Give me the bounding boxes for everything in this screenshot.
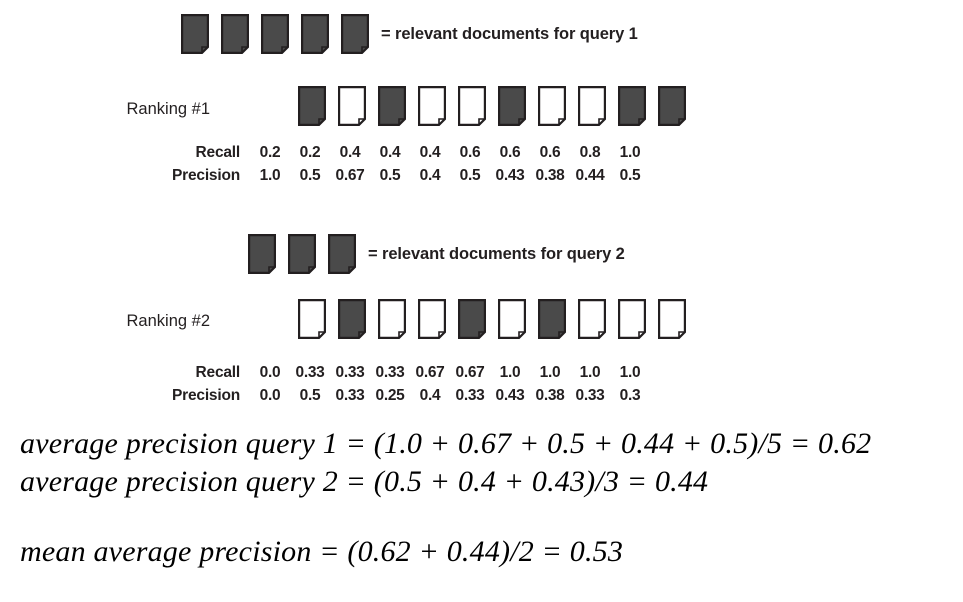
ranking-2-recall-label: Recall (195, 364, 241, 381)
relevant-document-icon (341, 14, 369, 54)
ranking-1-recall-row: Recall 0.2 0.2 0.4 0.4 0.4 0.6 0.6 0.6 0.8 1.0 (148, 144, 650, 162)
metric-value: 0.6 (539, 144, 561, 161)
nonrelevant-document-icon (418, 299, 446, 339)
metric-value: 0.43 (495, 387, 525, 404)
ranking-2-recall-values: 0.0 0.33 0.33 0.33 0.67 0.67 1.0 1.0 1.0 1.0 (250, 364, 650, 382)
metric-value: 0.33 (575, 387, 605, 404)
relevant-document-icon (538, 299, 566, 339)
metric-value: 1.0 (579, 364, 601, 381)
metric-value: 0.25 (375, 387, 405, 404)
metric-value: 0.38 (535, 167, 565, 184)
ranking-2-recall-row: Recall 0.0 0.33 0.33 0.33 0.67 0.67 1.0 1.0 1.0 1… (148, 364, 650, 382)
nonrelevant-document-icon (378, 299, 406, 339)
legend-query-2-label: = relevant documents for query 2 (368, 244, 625, 263)
ranking-1-precision-values: 1.0 0.5 0.67 0.5 0.4 0.5 0.43 0.38 0.44 0.5 (250, 167, 650, 185)
metric-value: 0.4 (419, 387, 441, 404)
nonrelevant-document-icon (338, 86, 366, 126)
metric-value: 0.4 (419, 144, 441, 161)
metric-value: 0.4 (339, 144, 361, 161)
metric-value: 0.33 (375, 364, 405, 381)
formula-mean-average-precision: mean average precision = (0.62 + 0.44)/2… (20, 535, 624, 568)
metric-value: 0.2 (299, 144, 321, 161)
nonrelevant-document-icon (618, 299, 646, 339)
metric-value: 0.0 (259, 364, 281, 381)
metric-value: 0.67 (415, 364, 445, 381)
legend-query-2: = relevant documents for query 2 (248, 234, 625, 274)
metric-value: 0.44 (575, 167, 605, 184)
legend-query-1-label: = relevant documents for query 1 (381, 24, 638, 43)
relevant-document-icon (181, 14, 209, 54)
metric-value: 0.5 (459, 167, 481, 184)
ranking-2-precision-values: 0.0 0.5 0.33 0.25 0.4 0.33 0.43 0.38 0.33 0.3 (250, 387, 650, 405)
ranking-1-precision-label: Precision (172, 167, 240, 184)
metric-value: 0.5 (379, 167, 401, 184)
metric-value: 0.43 (495, 167, 525, 184)
metric-value: 0.33 (335, 364, 365, 381)
nonrelevant-document-icon (498, 299, 526, 339)
relevant-document-icon (658, 86, 686, 126)
metric-value: 0.38 (535, 387, 565, 404)
relevant-document-icon (338, 299, 366, 339)
metric-value: 0.0 (259, 387, 281, 404)
metric-value: 0.5 (619, 167, 641, 184)
metric-value: 0.33 (295, 364, 325, 381)
metric-value: 0.6 (459, 144, 481, 161)
formula-average-precision-query-1: average precision query 1 = (1.0 + 0.67 … (20, 427, 872, 460)
metric-value: 0.5 (299, 387, 321, 404)
metric-value: 0.2 (259, 144, 281, 161)
ranking-1-label: Ranking #1 (126, 100, 210, 118)
ranking-1-recall-label: Recall (195, 144, 241, 161)
metric-value: 0.67 (335, 167, 365, 184)
legend-query-2-documents (248, 234, 356, 274)
relevant-document-icon (378, 86, 406, 126)
relevant-document-icon (498, 86, 526, 126)
nonrelevant-document-icon (458, 86, 486, 126)
nonrelevant-document-icon (538, 86, 566, 126)
relevant-document-icon (298, 86, 326, 126)
metric-value: 1.0 (259, 167, 281, 184)
metric-value: 0.8 (579, 144, 601, 161)
relevant-document-icon (288, 234, 316, 274)
metric-value: 0.6 (499, 144, 521, 161)
metric-value: 1.0 (619, 144, 641, 161)
ranking-2-documents (298, 299, 686, 339)
metric-value: 0.4 (379, 144, 401, 161)
ranking-1-precision-row: Precision 1.0 0.5 0.67 0.5 0.4 0.5 0.43 0.38 0.4… (148, 167, 650, 185)
nonrelevant-document-icon (578, 299, 606, 339)
metric-value: 0.4 (419, 167, 441, 184)
metric-value: 1.0 (499, 364, 521, 381)
relevant-document-icon (328, 234, 356, 274)
nonrelevant-document-icon (658, 299, 686, 339)
nonrelevant-document-icon (578, 86, 606, 126)
relevant-document-icon (221, 14, 249, 54)
ranking-2-precision-label: Precision (172, 387, 240, 404)
legend-query-1-documents (181, 14, 369, 54)
legend-query-1: = relevant documents for query 1 (181, 14, 638, 54)
metric-value: 0.3 (619, 387, 641, 404)
ranking-2-label: Ranking #2 (126, 312, 210, 330)
relevant-document-icon (458, 299, 486, 339)
relevant-document-icon (261, 14, 289, 54)
relevant-document-icon (618, 86, 646, 126)
ranking-1-recall-values: 0.2 0.2 0.4 0.4 0.4 0.6 0.6 0.6 0.8 1.0 (250, 144, 650, 162)
formula-average-precision-query-2: average precision query 2 = (0.5 + 0.4 +… (20, 465, 709, 498)
relevant-document-icon (248, 234, 276, 274)
metric-value: 1.0 (619, 364, 641, 381)
nonrelevant-document-icon (418, 86, 446, 126)
nonrelevant-document-icon (298, 299, 326, 339)
metric-value: 0.5 (299, 167, 321, 184)
relevant-document-icon (301, 14, 329, 54)
metric-value: 0.33 (455, 387, 485, 404)
ranking-1-documents (298, 86, 686, 126)
metric-value: 0.67 (455, 364, 485, 381)
metric-value: 1.0 (539, 364, 561, 381)
metric-value: 0.33 (335, 387, 365, 404)
